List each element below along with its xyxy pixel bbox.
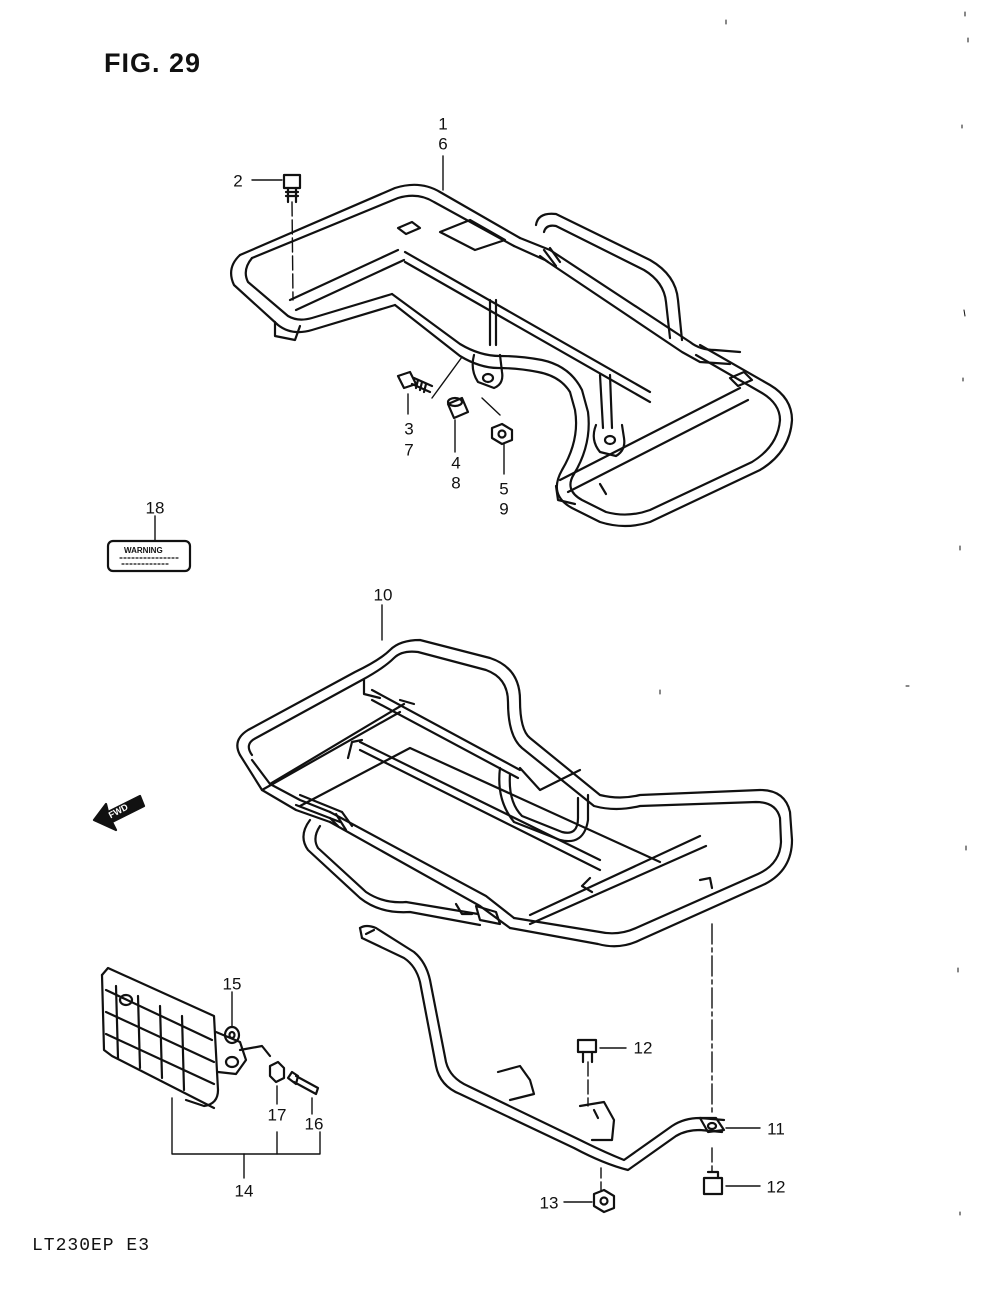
callout-18: 18 [145,498,165,518]
bolt-16 [286,1070,320,1096]
callout-8: 8 [451,473,461,493]
bolt-3 [396,370,434,394]
scan-marks [659,11,969,1216]
callout-14: 14 [234,1181,254,1201]
callout-15: 15 [222,974,242,994]
callout-9: 9 [499,499,509,519]
collar-4 [446,396,470,420]
nut-17 [268,1060,286,1084]
callout-12-top: 12 [633,1038,653,1058]
warning-label [106,539,192,573]
nut-13 [592,1188,616,1214]
washer-15 [223,1025,241,1045]
leader-lines [154,155,761,1203]
callout-12-bottom: 12 [766,1177,786,1197]
callout-10: 10 [373,585,393,605]
callout-17: 17 [267,1105,287,1125]
callout-1: 1 [438,114,448,134]
cargo-guard [100,966,272,1110]
front-carrier [229,183,794,528]
rear-carrier [236,638,794,948]
callout-4: 4 [451,453,461,473]
nut-5 [490,422,514,446]
callout-6: 6 [438,134,448,154]
model-code: LT230EP E3 [32,1236,151,1256]
callout-3: 3 [404,419,414,439]
callout-2: 2 [233,171,243,191]
callout-7: 7 [404,440,414,460]
callout-11: 11 [767,1119,785,1139]
callout-16: 16 [304,1114,324,1134]
figure-title: FIG. 29 [104,48,202,78]
rear-carrier-brace [358,924,726,1172]
callout-5: 5 [499,479,509,499]
bolt-12-bottom [702,1170,724,1196]
callout-13: 13 [539,1193,559,1213]
fwd-arrow-icon [92,794,146,832]
bolt-2 [282,173,302,204]
bolt-12-top [576,1038,598,1064]
warning-label-text: WARNING [124,546,163,555]
